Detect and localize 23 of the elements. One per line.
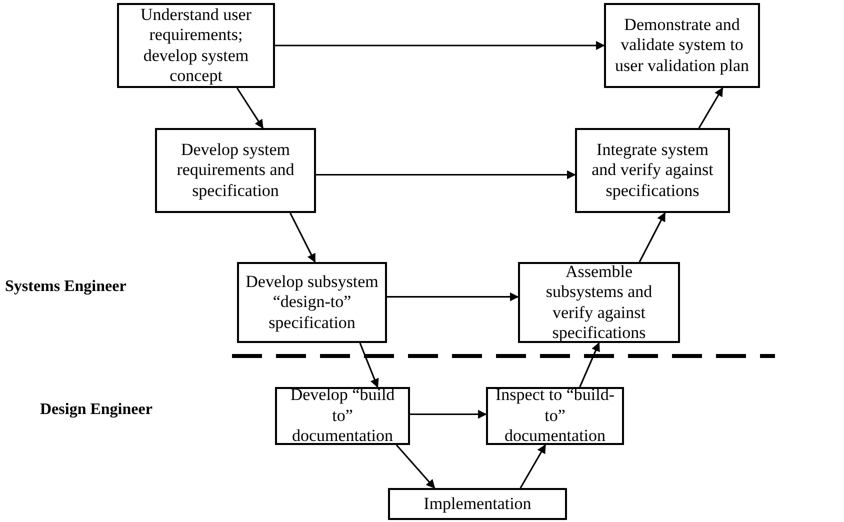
arrow <box>275 41 605 50</box>
arrow <box>520 444 546 488</box>
process-box: Develop system requirements and specification <box>155 128 316 213</box>
arrow <box>396 444 436 489</box>
process-box: Assemble subsystems and verify against specifications <box>518 262 680 343</box>
arrow <box>316 170 576 180</box>
process-box: Understand user requirements; develop system concept <box>117 3 275 88</box>
process-box: Demonstrate and validate system to user validation plan <box>604 3 760 88</box>
process-box: Develop subsystem “design-to” specification <box>237 262 387 343</box>
process-box: Implementation <box>388 488 567 520</box>
arrow <box>290 212 316 263</box>
arrow <box>698 87 724 128</box>
process-box: Integrate system and verify against specifications <box>575 128 730 213</box>
role-label: Design Engineer <box>40 401 152 419</box>
arrow <box>359 342 379 388</box>
arrow <box>387 292 519 302</box>
arrow <box>579 342 600 388</box>
process-box: Develop “build to” documentation <box>275 387 410 445</box>
role-label: Systems Engineer <box>5 278 126 296</box>
arrow <box>410 410 487 419</box>
arrow <box>638 212 666 262</box>
process-box: Inspect to “build-to” documentation <box>486 387 624 445</box>
arrow <box>236 88 264 129</box>
